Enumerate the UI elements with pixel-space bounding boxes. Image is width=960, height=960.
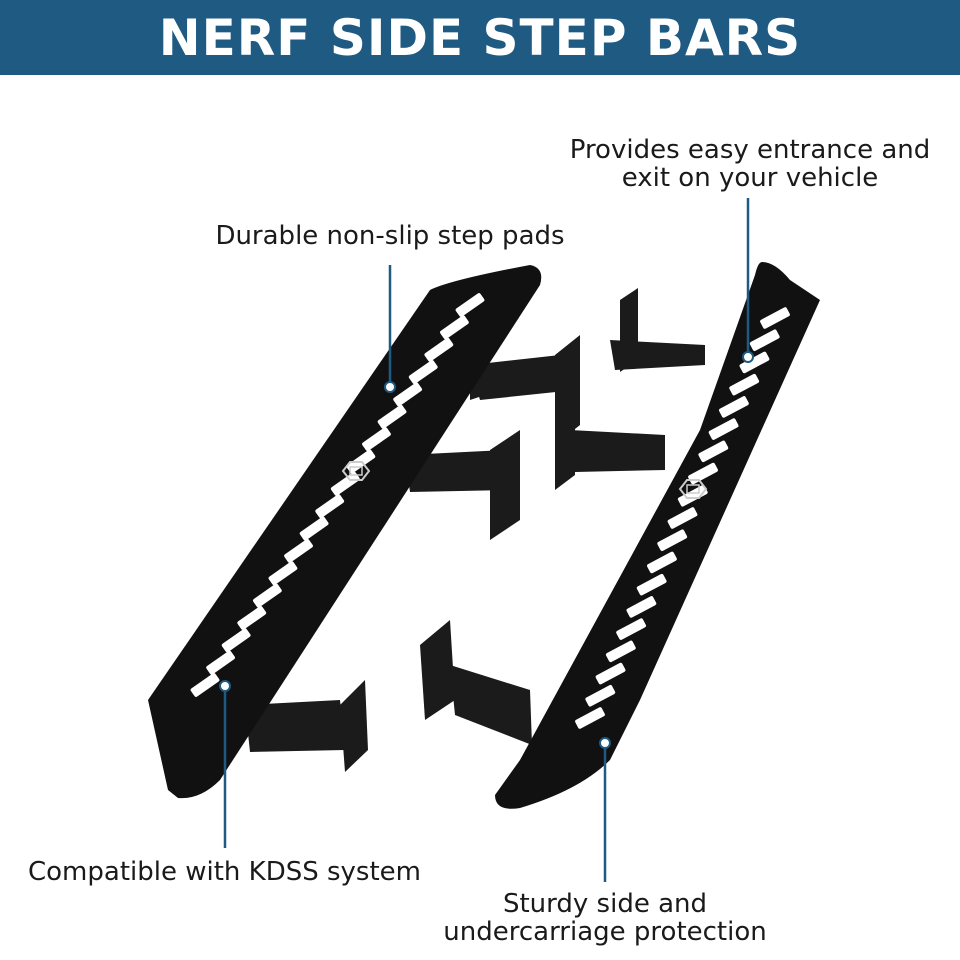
left-step-slots bbox=[190, 293, 485, 697]
right-step-slot bbox=[595, 662, 626, 685]
pads-dot-icon bbox=[384, 381, 396, 393]
sturdy-dot-icon bbox=[599, 737, 611, 749]
left-step-slot bbox=[408, 360, 438, 384]
left-step-slot bbox=[190, 673, 220, 697]
left-upper-bracket bbox=[470, 335, 580, 445]
page-title: NERF SIDE STEP BARS bbox=[158, 8, 802, 67]
right-step-slot bbox=[760, 307, 790, 329]
callout-sturdy-line1: Sturdy side and bbox=[502, 889, 707, 919]
left-step-slot bbox=[252, 583, 282, 608]
kdss-dot-icon bbox=[219, 680, 231, 692]
right-step-slot bbox=[708, 418, 739, 440]
right-step-slot bbox=[688, 462, 718, 485]
right-step-slots bbox=[575, 307, 790, 729]
left-step-slot bbox=[299, 516, 329, 541]
right-step-slot bbox=[667, 507, 698, 529]
right-step-bar bbox=[495, 262, 820, 809]
left-step-slot bbox=[221, 628, 251, 653]
right-step-slot bbox=[626, 596, 657, 618]
callout-entrance-line2: exit on your vehicle bbox=[621, 163, 879, 193]
left-step-slot bbox=[315, 494, 345, 519]
right-step-slot bbox=[729, 373, 760, 396]
right-lower-bracket bbox=[420, 620, 532, 745]
right-brand-logo-icon bbox=[678, 479, 708, 499]
right-step-slot bbox=[719, 396, 749, 418]
left-step-slot bbox=[330, 471, 360, 496]
right-step-slot bbox=[657, 529, 688, 551]
right-step-slot bbox=[647, 551, 677, 574]
right-step-slot bbox=[749, 329, 780, 351]
left-step-slot bbox=[377, 404, 407, 429]
left-lower-bracket bbox=[245, 680, 368, 772]
left-step-slot bbox=[455, 293, 485, 317]
callout-entrance: Provides easy entrance and exit on your … bbox=[545, 136, 955, 192]
left-step-slot bbox=[440, 315, 469, 340]
callout-kdss: Compatible with KDSS system bbox=[12, 858, 437, 886]
product-illustration bbox=[148, 198, 820, 882]
left-step-bar bbox=[148, 265, 542, 799]
right-step-slot bbox=[739, 351, 770, 374]
right-step-slot bbox=[616, 618, 646, 640]
callout-step-pads: Durable non-slip step pads bbox=[150, 222, 630, 250]
callout-dots bbox=[219, 351, 754, 749]
left-step-slot bbox=[268, 561, 298, 586]
left-step-slot bbox=[206, 650, 235, 675]
title-banner: NERF SIDE STEP BARS bbox=[0, 0, 960, 75]
callout-sturdy: Sturdy side and undercarriage protection bbox=[420, 890, 790, 946]
callout-entrance-line1: Provides easy entrance and bbox=[569, 135, 931, 165]
right-step-slot bbox=[605, 640, 636, 663]
left-step-slot bbox=[284, 538, 313, 563]
left-middle-bracket bbox=[405, 430, 520, 540]
right-step-slot bbox=[575, 707, 605, 729]
right-middle-bracket bbox=[555, 425, 665, 490]
right-step-slot bbox=[636, 573, 667, 596]
left-step-slot bbox=[362, 427, 391, 452]
left-step-slot bbox=[424, 337, 454, 362]
right-step-slot bbox=[585, 685, 616, 707]
callout-sturdy-line2: undercarriage protection bbox=[443, 917, 767, 947]
left-step-slot bbox=[393, 382, 423, 407]
left-brand-logo-icon bbox=[341, 461, 371, 481]
entrance-dot-icon bbox=[742, 351, 754, 363]
callout-kdss-text: Compatible with KDSS system bbox=[28, 857, 421, 887]
right-step-slot bbox=[698, 440, 729, 463]
right-upper-bracket bbox=[610, 288, 705, 372]
right-step-slot bbox=[677, 485, 708, 507]
left-step-slot bbox=[237, 606, 267, 630]
callout-leaders bbox=[223, 198, 750, 882]
callout-step-pads-text: Durable non-slip step pads bbox=[215, 221, 565, 251]
